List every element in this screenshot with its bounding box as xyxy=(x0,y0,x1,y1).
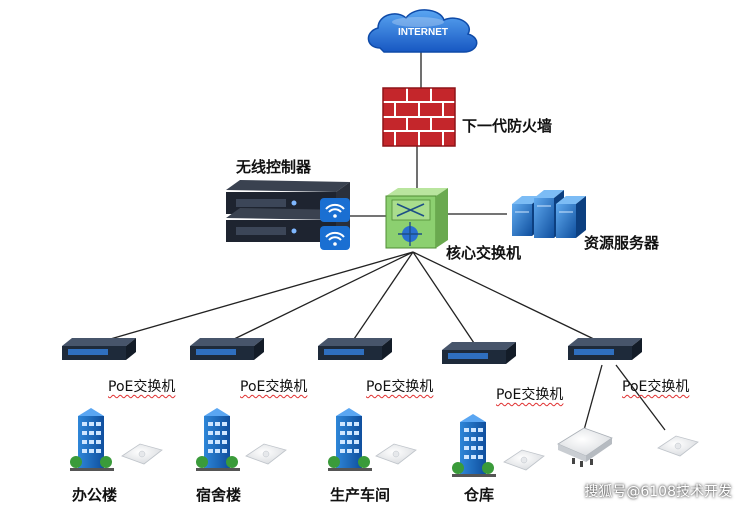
core-switch-label: 核心交换机 xyxy=(446,244,522,262)
area-label-office: 办公楼 xyxy=(72,486,118,504)
outdoor-ap-icon xyxy=(557,427,613,467)
core-switch-icon xyxy=(385,188,448,249)
building-icon-2 xyxy=(196,408,240,471)
poe-switch-label-1: PoE交换机 xyxy=(108,379,176,395)
building-icon-1 xyxy=(70,408,114,471)
link-core-poe-4 xyxy=(412,251,477,347)
poe-switch-icon-1 xyxy=(62,338,136,360)
ap-icon-3 xyxy=(375,443,417,465)
ap-icon-5 xyxy=(657,435,699,457)
watermark: 搜狐号@6108技术开发 xyxy=(584,484,732,500)
link-core-poe-5 xyxy=(412,251,601,343)
area-label-workshop: 生产车间 xyxy=(330,486,391,504)
poe-switch-label-2: PoE交换机 xyxy=(240,379,308,395)
poe-switch-icon-4 xyxy=(442,342,516,364)
link-core-poe-2 xyxy=(227,251,414,343)
wireless-controller-label: 无线控制器 xyxy=(236,158,312,176)
area-label-dorm: 宿舍楼 xyxy=(196,486,242,504)
poe-switch-label-5: PoE交换机 xyxy=(622,379,690,395)
link-core-poe-1 xyxy=(99,251,414,343)
firewall-icon xyxy=(382,87,456,147)
resource-server-label: 资源服务器 xyxy=(584,234,660,252)
poe-switch-icon-2 xyxy=(190,338,264,360)
poe-switch-icon-3 xyxy=(318,338,392,360)
ap-icon-4 xyxy=(503,449,545,471)
wireless-controller-icon xyxy=(226,180,350,250)
link-core-poe-3 xyxy=(351,251,414,343)
poe-switch-icon-5 xyxy=(568,338,642,360)
building-icon-3 xyxy=(328,408,372,471)
link-poe5-ap1 xyxy=(583,364,603,431)
link-poe5-ap2 xyxy=(615,364,666,431)
ap-icon-2 xyxy=(245,443,287,465)
building-icon-4 xyxy=(452,414,496,477)
links xyxy=(99,50,666,431)
ap-icon-1 xyxy=(121,443,163,465)
poe-switch-label-3: PoE交换机 xyxy=(366,379,434,395)
poe-switch-label-4: PoE交换机 xyxy=(496,387,564,403)
area-label-warehouse: 仓库 xyxy=(464,486,495,504)
resource-server-icon xyxy=(512,190,586,238)
firewall-label: 下一代防火墙 xyxy=(462,117,553,135)
internet-cloud-icon xyxy=(367,9,478,53)
internet-label: INTERNET xyxy=(398,27,448,38)
